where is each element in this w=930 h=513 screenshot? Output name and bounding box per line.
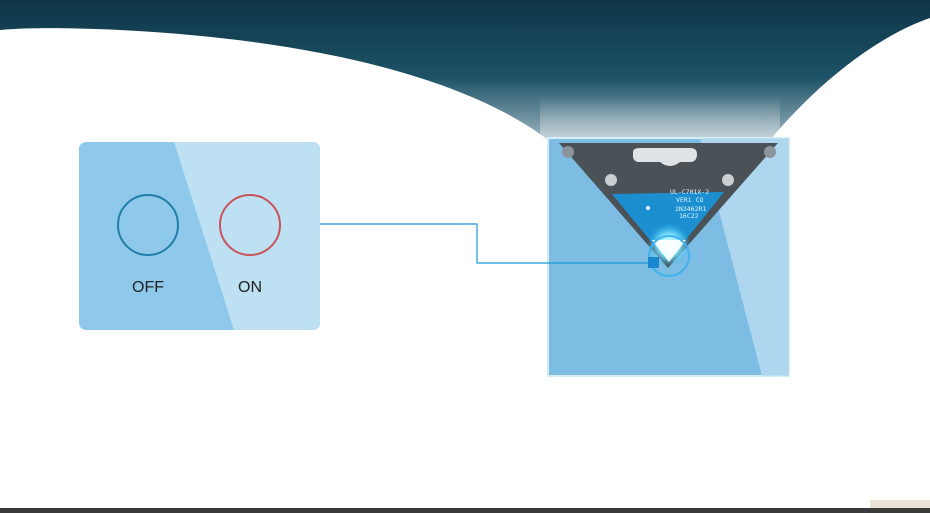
sensor-ring (648, 235, 690, 277)
touch-panel: OFF ON (79, 142, 320, 330)
svg-text:16C22: 16C22 (679, 212, 699, 220)
svg-text:UL-C701X-2: UL-C701X-2 (670, 188, 709, 196)
leader-end-marker (648, 257, 659, 268)
svg-text:2N2462R1: 2N2462R1 (675, 205, 706, 213)
on-label: ON (238, 279, 262, 296)
panel-sheen (174, 142, 320, 330)
glass-switch: UL-C701X-2 VERi CO 2N2462R1 16C22 (547, 137, 790, 377)
background-wave (0, 0, 930, 140)
pcb-label: UL-C701X-2 VERi CO 2N2462R1 16C22 (670, 188, 709, 220)
on-button[interactable] (219, 194, 281, 256)
wave-glow (540, 95, 780, 145)
off-button[interactable] (117, 194, 179, 256)
leader-line (255, 223, 654, 264)
svg-text:VERi CO: VERi CO (676, 196, 703, 204)
off-label: OFF (132, 279, 164, 296)
bottom-strip (0, 508, 930, 513)
